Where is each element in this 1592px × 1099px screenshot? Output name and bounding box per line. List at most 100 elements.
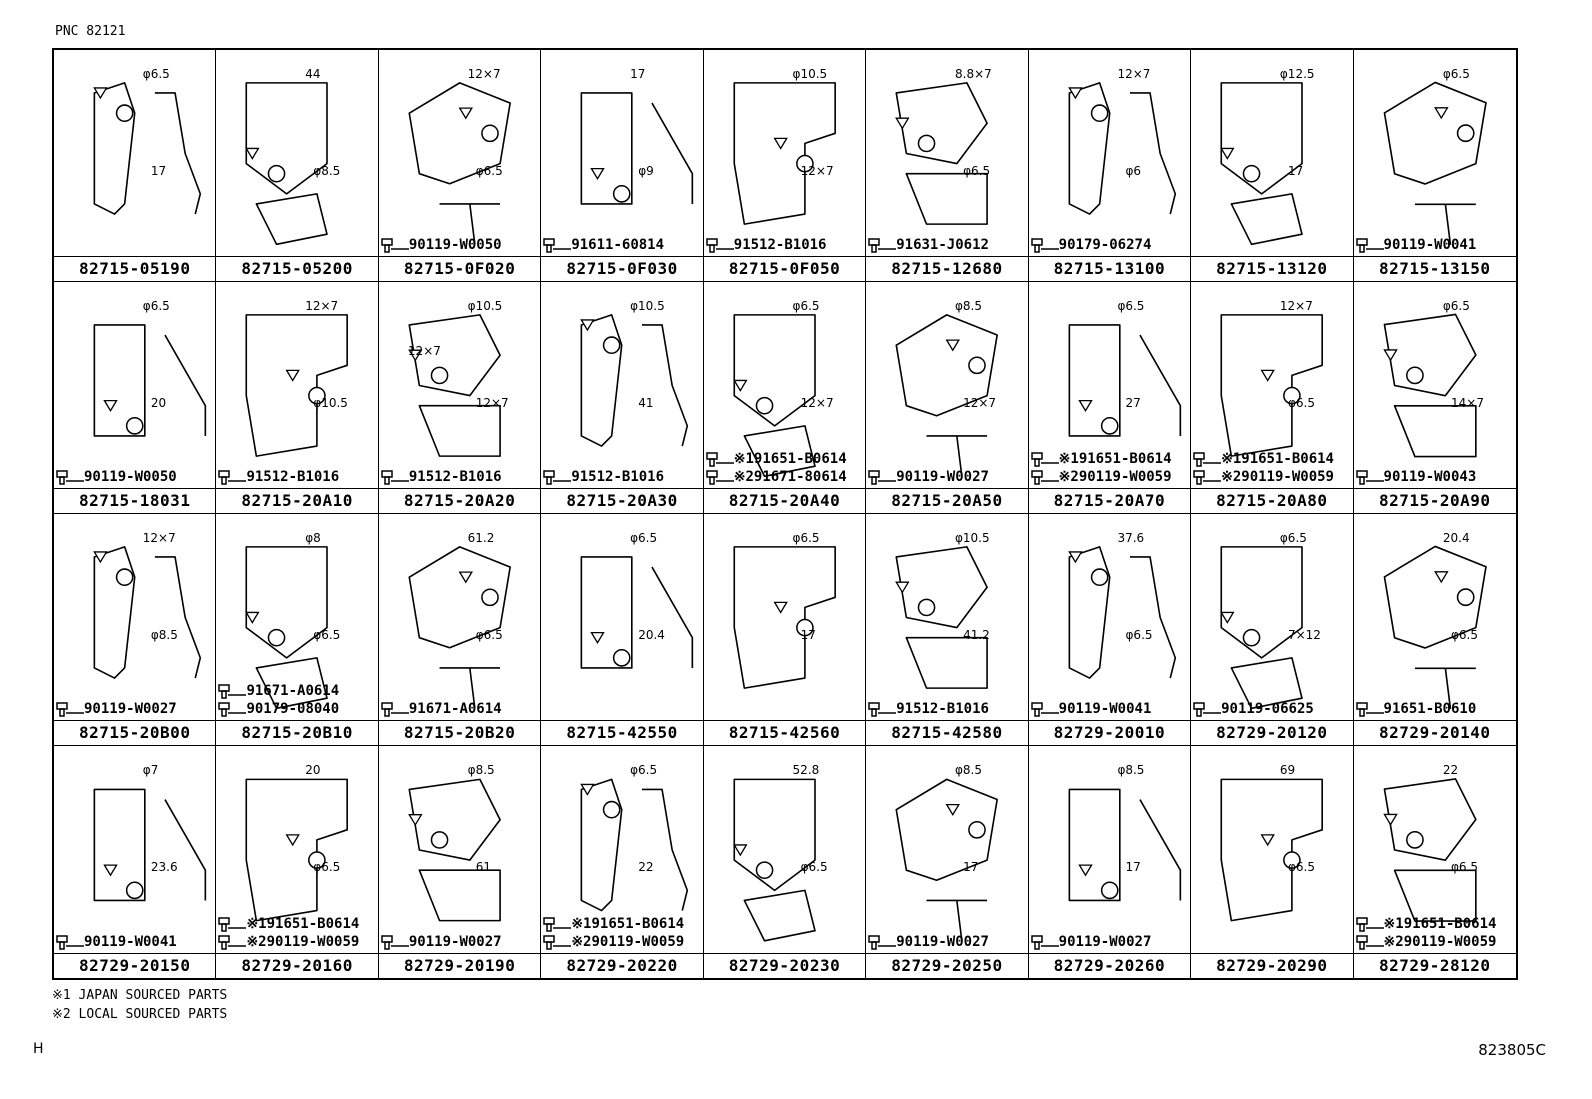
part-number[interactable]: 82729-20160	[241, 956, 353, 975]
bolt-callout[interactable]: ※191651-B0614	[706, 450, 847, 468]
bolt-callout[interactable]: 90119-W0027	[868, 933, 989, 951]
bolt-callout[interactable]: 90119-W0027	[1030, 933, 1151, 951]
part-number[interactable]: 82715-05200	[241, 259, 353, 278]
part-number[interactable]: 82715-13150	[1379, 259, 1491, 278]
part-number[interactable]: 82715-12680	[891, 259, 1003, 278]
bolt-callout[interactable]: ※191651-B0614	[1030, 450, 1172, 468]
part-number[interactable]: 82729-20010	[1053, 723, 1166, 742]
part-number[interactable]: 82715-20B20	[403, 723, 516, 742]
bolt-callout[interactable]: 91512-B1016	[706, 236, 826, 254]
part-number[interactable]: 82715-05190	[78, 259, 191, 278]
bolt-callout[interactable]: ※290119-W0059	[218, 933, 359, 951]
bolt-callout[interactable]: 90119-W0041	[56, 933, 177, 951]
bolt-callout[interactable]: 90119-W0041	[1355, 236, 1476, 254]
bolt-callout[interactable]: 90179-08040	[218, 700, 339, 718]
part-number[interactable]: 82715-0F050	[728, 259, 841, 278]
bolt-callout[interactable]: 90119-W0043	[1355, 468, 1476, 486]
bolt-callout[interactable]: 90119-W0027	[868, 468, 989, 486]
bolt-callout[interactable]: 90179-06274	[1030, 236, 1151, 254]
part-number[interactable]: 82715-20A50	[891, 491, 1003, 510]
part-number[interactable]: 82715-42580	[891, 723, 1003, 742]
bolt-callout[interactable]: 91631-J0612	[868, 236, 989, 254]
part-number[interactable]: 82715-20A20	[403, 491, 516, 510]
part-number[interactable]: 82715-20A10	[241, 491, 353, 510]
bolt-callout[interactable]: 90119-W0041	[1030, 700, 1151, 718]
bolt-callout[interactable]: ※191651-B0614	[543, 915, 684, 933]
bolt-callout[interactable]: 91651-B0610	[1355, 700, 1476, 718]
part-number[interactable]: 82729-20150	[78, 956, 191, 975]
bolt-callout[interactable]: ※290119-W0059	[543, 933, 684, 951]
part-number[interactable]: 82729-20140	[1379, 723, 1491, 742]
part-number[interactable]: 82715-20A70	[1053, 491, 1166, 510]
bolt-callout[interactable]: 91671-A0614	[381, 700, 502, 718]
part-number[interactable]: 82715-20B00	[78, 723, 191, 742]
bolt-callout[interactable]: ※291671-80614	[706, 468, 847, 486]
bolt-callout[interactable]: ※191651-B0614	[1355, 915, 1496, 933]
bolt-callout[interactable]: ※290119-W0059	[1355, 933, 1496, 951]
bolt-callout[interactable]: 91512-B1016	[543, 468, 664, 486]
bolt-callout[interactable]: 90119-W0050	[56, 468, 177, 486]
bolt-callout[interactable]: 91611-60814	[543, 236, 664, 254]
part-number[interactable]: 82729-20220	[566, 956, 678, 975]
bolt-callout[interactable]: 90119-06625	[1193, 700, 1314, 718]
bolt-callout[interactable]: 91671-A0614	[218, 682, 339, 700]
bolt-callout[interactable]: 90119-W0027	[381, 933, 502, 951]
part-number[interactable]: 82729-20190	[403, 956, 516, 975]
part-number[interactable]: 82715-20A40	[728, 491, 841, 510]
bolt-callout[interactable]: 91512-B1016	[218, 468, 339, 486]
part-number[interactable]: 82715-20A90	[1379, 491, 1491, 510]
bolt-callout[interactable]: ※191651-B0614	[218, 915, 359, 933]
bolt-callout[interactable]: ※290119-W0059	[1193, 468, 1334, 486]
part-number[interactable]: 82729-20260	[1053, 956, 1166, 975]
part-number[interactable]: 82715-0F030	[566, 259, 678, 278]
part-number[interactable]: 82729-20250	[891, 956, 1003, 975]
bolt-callout[interactable]: 91512-B1016	[868, 700, 989, 718]
bolt-callout[interactable]: 90119-W0050	[381, 236, 502, 254]
part-number[interactable]: 82729-28120	[1379, 956, 1491, 975]
part-number[interactable]: 82729-20120	[1216, 723, 1328, 742]
bolt-callout[interactable]: 91512-B1016	[381, 468, 502, 486]
part-number[interactable]: 82715-20B10	[241, 723, 353, 742]
part-number[interactable]: 82715-42560	[728, 723, 841, 742]
part-number[interactable]: 82729-20290	[1216, 956, 1328, 975]
part-number[interactable]: 82729-20230	[728, 956, 841, 975]
bolt-callout[interactable]: ※191651-B0614	[1193, 450, 1334, 468]
part-number[interactable]: 82715-20A80	[1216, 491, 1328, 510]
bolt-callout[interactable]: ※290119-W0059	[1030, 468, 1172, 486]
bolt-callout[interactable]: 90119-W0027	[56, 700, 177, 718]
part-number[interactable]: 82715-20A30	[566, 491, 678, 510]
